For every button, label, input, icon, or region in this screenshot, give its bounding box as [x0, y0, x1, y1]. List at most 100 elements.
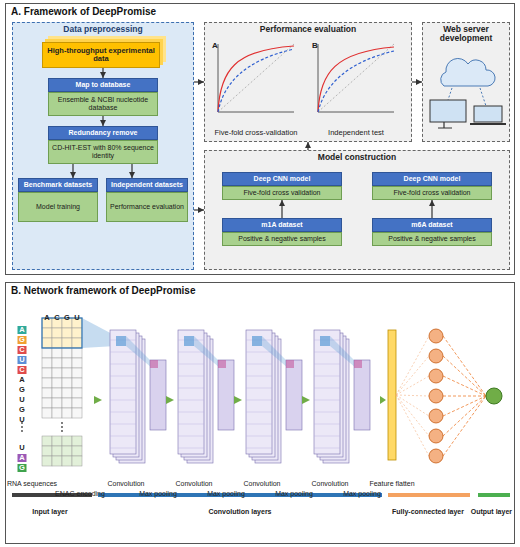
drawing-stroke — [72, 338, 82, 348]
drawing-stroke — [62, 338, 72, 348]
drawing-stroke — [246, 388, 272, 389]
text-label: G — [18, 336, 27, 344]
drawing-stroke — [62, 456, 72, 466]
drawing-stroke — [72, 348, 82, 358]
drawing-stroke — [178, 436, 204, 437]
drawing-stroke — [52, 398, 62, 408]
drawing-stroke — [94, 396, 102, 404]
process-box: Deep CNN model — [222, 172, 342, 186]
drawing-stroke — [354, 360, 370, 430]
drawing-stroke — [62, 436, 72, 446]
box-label: m6A dataset — [411, 221, 452, 229]
drawing-stroke — [52, 446, 62, 456]
drawing-stroke — [246, 424, 272, 425]
text-label: Max pooling — [207, 490, 245, 498]
drawing-stroke — [396, 336, 429, 395]
drawing-stroke — [354, 360, 362, 368]
text-label: A — [18, 454, 27, 462]
drawing-stroke — [42, 456, 52, 466]
process-box: Positive & negative samples — [372, 232, 492, 246]
text-label: G — [19, 406, 25, 414]
drawing-stroke — [150, 360, 166, 430]
drawing-stroke — [314, 364, 340, 365]
text-label: Output layer — [471, 508, 512, 516]
drawing-stroke — [429, 449, 443, 463]
text-label: ENAC encoding — [55, 490, 105, 498]
drawing-stroke — [178, 400, 204, 401]
drawing-stroke — [320, 336, 330, 346]
drawing-stroke — [52, 328, 62, 338]
process-box: Redundancy remove — [48, 126, 158, 140]
process-box: m6A dataset — [372, 218, 492, 232]
drawing-stroke — [52, 378, 62, 388]
drawing-stroke — [110, 364, 136, 365]
drawing-stroke — [396, 395, 429, 396]
drawing-stroke — [286, 360, 294, 368]
text-label: A — [212, 42, 218, 51]
drawing-stroke — [42, 328, 52, 338]
drawing-stroke — [178, 448, 204, 449]
box-label: Performance evaluation — [209, 25, 407, 34]
drawing-stroke — [429, 389, 443, 403]
text-label: Five-fold cross-validation — [215, 129, 298, 137]
drawing-stroke — [246, 436, 272, 437]
process-box: Independent datasets — [106, 178, 188, 192]
flow-arrow — [194, 209, 204, 210]
drawing-stroke — [62, 378, 72, 388]
text-label: Fully-connected layer — [392, 508, 464, 516]
text-label: Convolution — [244, 480, 281, 488]
drawing-stroke — [52, 436, 62, 446]
drawing-stroke — [218, 360, 226, 368]
drawing-stroke — [388, 330, 396, 460]
text-label: G — [64, 314, 70, 322]
drawing-stroke — [443, 396, 486, 397]
text-label: A — [44, 314, 49, 322]
drawing-stroke — [62, 408, 72, 418]
drawing-stroke — [62, 368, 72, 378]
drawing-stroke — [438, 122, 452, 128]
text-label: U — [74, 314, 79, 322]
drawing-stroke — [61, 422, 63, 424]
drawing-stroke — [110, 400, 136, 401]
process-box: Positive & negative samples — [222, 232, 342, 246]
drawing-stroke — [246, 352, 272, 353]
drawing-stroke — [443, 396, 486, 456]
drawing-stroke — [72, 398, 82, 408]
drawing-stroke — [116, 336, 126, 346]
text-label: Convolution layers — [208, 508, 271, 516]
drawing-stroke — [42, 348, 52, 358]
box-label: Web server development — [427, 25, 505, 44]
process-box: Deep CNN model — [372, 172, 492, 186]
box-label: A. Framework of DeepPromise — [11, 6, 509, 17]
drawing-stroke — [478, 493, 510, 497]
drawing-stroke — [72, 378, 82, 388]
drawing-stroke — [72, 388, 82, 398]
drawing-stroke — [246, 412, 272, 413]
drawing-stroke — [72, 456, 82, 466]
process-box: Model training — [18, 192, 98, 222]
box-label: m1A dataset — [261, 221, 302, 229]
box-label: Positive & negative samples — [388, 235, 476, 243]
drawing-stroke — [110, 448, 136, 449]
box-label: Deep CNN model — [404, 175, 461, 183]
box-label: Redundancy remove — [69, 129, 138, 137]
drawing-stroke — [62, 446, 72, 456]
text-label: Convolution — [312, 480, 349, 488]
drawing-stroke — [396, 395, 429, 436]
box-label: Five-fold cross validation — [243, 189, 320, 197]
drawing-stroke — [314, 376, 340, 377]
drawing-stroke — [52, 408, 62, 418]
drawing-stroke — [72, 408, 82, 418]
drawing-stroke — [62, 348, 72, 358]
drawing-stroke — [110, 412, 136, 413]
drawing-stroke — [246, 376, 272, 377]
drawing-stroke — [314, 424, 340, 425]
box-label: Five-fold cross validation — [393, 189, 470, 197]
drawing-stroke — [110, 376, 136, 377]
drawing-stroke — [110, 388, 136, 389]
drawing-stroke — [429, 369, 443, 383]
text-label: C — [54, 314, 59, 322]
text-label: G — [18, 464, 27, 472]
drawing-stroke — [178, 376, 204, 377]
process-box: CD-HIT-EST with 80% sequence identity — [48, 140, 158, 164]
